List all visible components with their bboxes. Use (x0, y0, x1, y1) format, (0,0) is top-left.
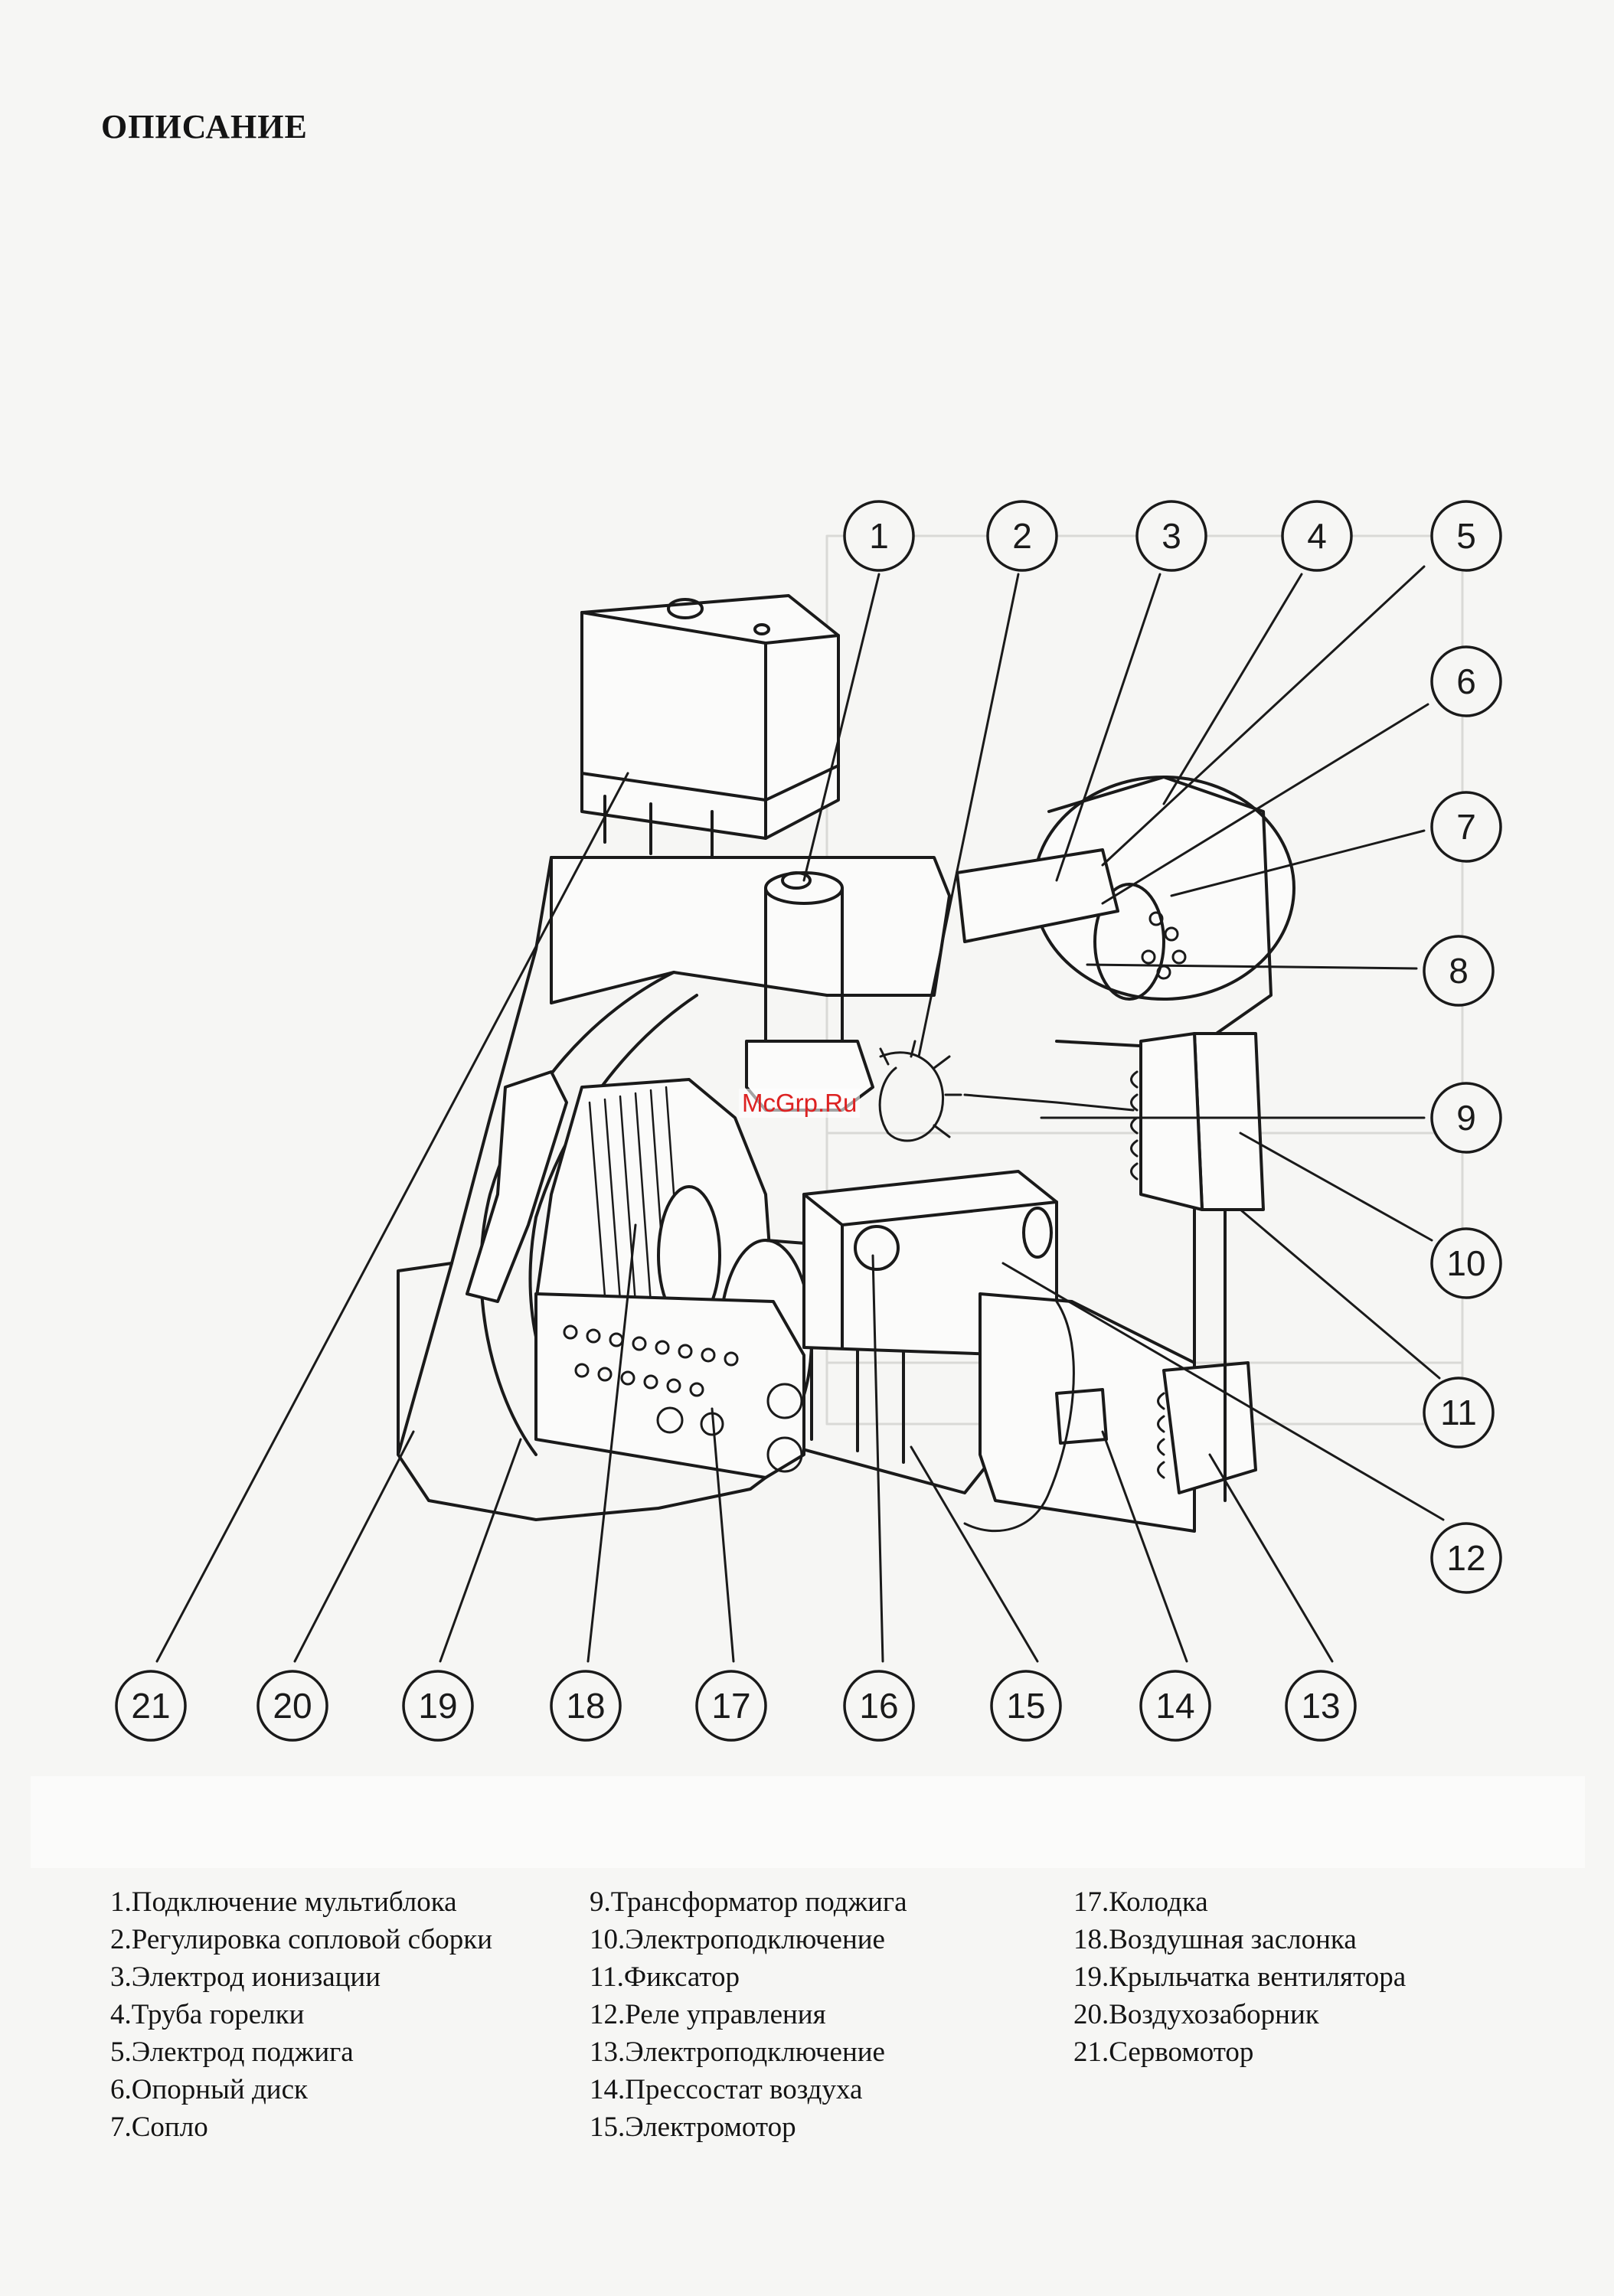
callout-18: 18 (566, 1686, 605, 1726)
callout-14: 14 (1155, 1686, 1194, 1726)
parts-legend: 1.Подключение мультиблока 2.Регулировка … (0, 1883, 1614, 2220)
callout-21: 21 (131, 1686, 170, 1726)
legend-item: 14.Прессостат воздуха (590, 2074, 863, 2105)
scan-band (31, 1776, 1585, 1868)
page-title: ОПИСАНИЕ (101, 108, 308, 145)
callout-1: 1 (869, 516, 889, 556)
legend-item: 15.Электромотор (590, 2111, 796, 2143)
legend-item: 19.Крыльчатка вентилятора (1073, 1961, 1407, 1993)
callout-6: 6 (1456, 661, 1476, 701)
servomotor (580, 594, 840, 863)
legend-item: 17.Колодка (1073, 1886, 1208, 1918)
legend-item: 6.Опорный диск (110, 2074, 309, 2105)
watermark: McGrp.Ru (739, 1089, 861, 1118)
callout-15: 15 (1006, 1686, 1045, 1726)
legend-item: 20.Воздухозаборник (1073, 1999, 1319, 2030)
legend-column-1: 1.Подключение мультиблока 2.Регулировка … (110, 1883, 492, 2146)
control-relay (979, 1208, 1257, 1533)
callout-4: 4 (1307, 516, 1327, 556)
callout-10: 10 (1446, 1243, 1485, 1283)
callout-5: 5 (1456, 516, 1476, 556)
ignition-transformer (1130, 1032, 1265, 1211)
housing (397, 856, 951, 1521)
callout-8: 8 (1449, 951, 1469, 991)
legend-column-3: 17.Колодка 18.Воздушная заслонка 19.Крыл… (1073, 1883, 1406, 2071)
callout-12: 12 (1446, 1538, 1485, 1578)
callout-2: 2 (1012, 516, 1032, 556)
legend-item: 1.Подключение мультиблока (110, 1886, 457, 1918)
legend-item: 11.Фиксатор (590, 1961, 740, 1993)
callout-9: 9 (1456, 1098, 1476, 1138)
legend-item: 5.Электрод поджига (110, 2036, 354, 2068)
legend-item: 4.Труба горелки (110, 1999, 305, 2030)
terminal-block (534, 1292, 805, 1479)
legend-item: 3.Электрод ионизации (110, 1961, 381, 1993)
callout-16: 16 (859, 1686, 898, 1726)
legend-column-2: 9.Трансформатор поджига 10.Электроподклю… (590, 1883, 907, 2146)
callout-13: 13 (1301, 1686, 1340, 1726)
callout-7: 7 (1456, 807, 1476, 847)
callout-17: 17 (711, 1686, 750, 1726)
legend-item: 12.Реле управления (590, 1999, 826, 2030)
callout-20: 20 (273, 1686, 312, 1726)
legend-item: 10.Электроподключение (590, 1924, 885, 1955)
callout-3: 3 (1161, 516, 1181, 556)
legend-item: 9.Трансформатор поджига (590, 1886, 907, 1918)
legend-item: 13.Электроподключение (590, 2036, 885, 2068)
legend-item: 18.Воздушная заслонка (1073, 1924, 1357, 1955)
callout-19: 19 (418, 1686, 457, 1726)
nozzle-adjuster (878, 1040, 962, 1142)
legend-item: 21.Сервомотор (1073, 2036, 1254, 2068)
callout-11: 11 (1440, 1393, 1477, 1432)
legend-item: 7.Сопло (110, 2111, 208, 2143)
legend-item: 2.Регулировка сопловой сборки (110, 1924, 493, 1955)
